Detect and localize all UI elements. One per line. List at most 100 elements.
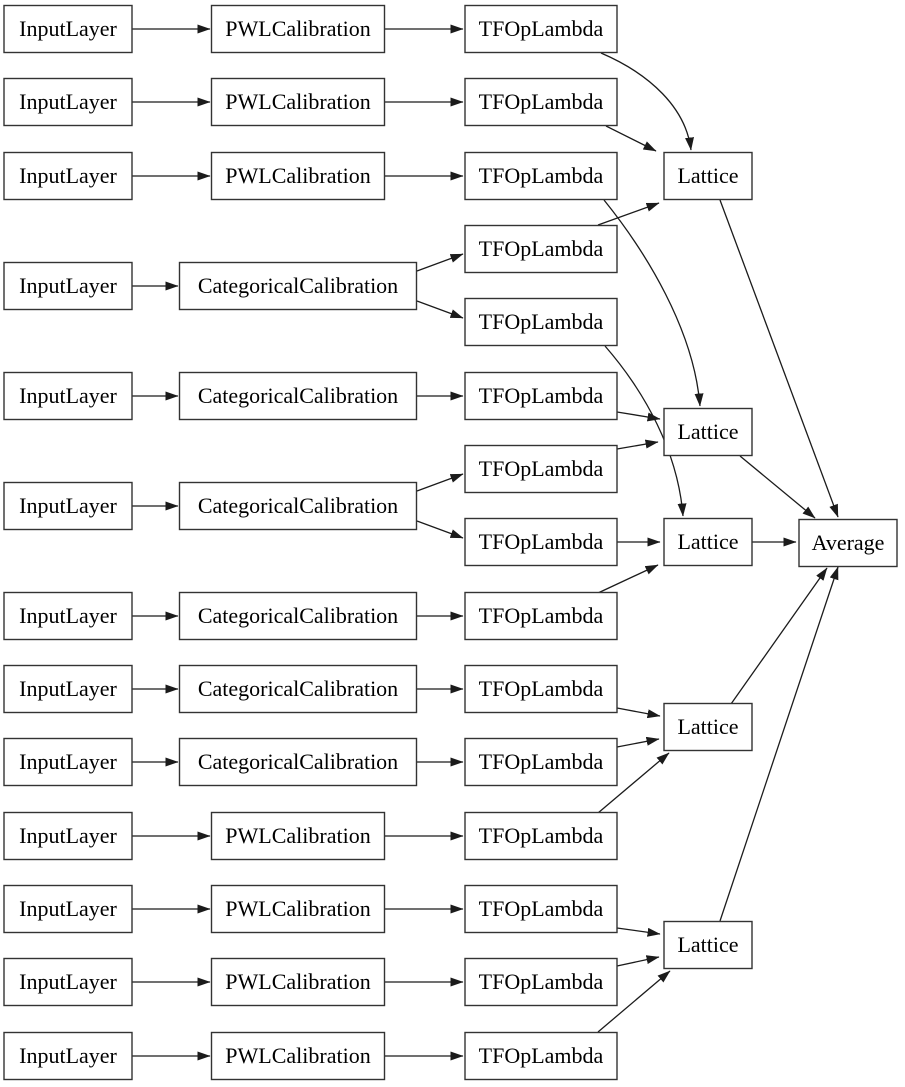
node-input-8: InputLayer — [3, 664, 133, 714]
node-calib-7: CategoricalCalibration — [178, 591, 418, 641]
node-calib-13: PWLCalibration — [210, 1031, 386, 1081]
node-box — [464, 664, 618, 714]
node-input-11: InputLayer — [3, 884, 133, 934]
node-box — [3, 481, 133, 531]
edge-calib-6-tfop-8 — [416, 520, 464, 539]
node-input-6: InputLayer — [3, 481, 133, 531]
node-calib-11: PWLCalibration — [210, 884, 386, 934]
edge-tfop-1-lattice-1 — [600, 52, 694, 151]
node-box — [464, 444, 618, 494]
node-label: InputLayer — [19, 823, 117, 848]
node-label: InputLayer — [19, 969, 117, 994]
node-box — [663, 920, 753, 970]
node-label: PWLCalibration — [225, 89, 370, 114]
edge-tfop-5-lattice-3 — [604, 345, 687, 517]
edge-tfop-11-lattice-4 — [616, 736, 660, 748]
edge-tfop-2-lattice-1 — [605, 125, 657, 152]
node-label: InputLayer — [19, 493, 117, 518]
node-box — [464, 4, 618, 54]
node-box — [210, 811, 386, 861]
node-input-13: InputLayer — [3, 1031, 133, 1081]
node-box — [210, 77, 386, 127]
node-box — [464, 224, 618, 274]
node-box — [464, 957, 618, 1007]
node-box — [663, 702, 753, 752]
node-lattice-3: Lattice — [663, 517, 753, 567]
node-label: TFOpLambda — [479, 749, 604, 774]
node-label: TFOpLambda — [479, 456, 604, 481]
node-input-10: InputLayer — [3, 811, 133, 861]
edge-tfop-15-lattice-5 — [597, 970, 671, 1033]
node-input-4: InputLayer — [3, 261, 133, 311]
node-label: InputLayer — [19, 676, 117, 701]
node-box — [3, 884, 133, 934]
node-label: PWLCalibration — [225, 896, 370, 921]
edge-tfop-9-lattice-3 — [597, 564, 659, 594]
node-box — [3, 151, 133, 201]
node-label: Lattice — [677, 932, 738, 957]
node-label: PWLCalibration — [225, 163, 370, 188]
node-calib-8: CategoricalCalibration — [178, 664, 418, 714]
node-label: TFOpLambda — [479, 969, 604, 994]
node-tfop-13: TFOpLambda — [464, 884, 618, 934]
node-lattice-2: Lattice — [663, 407, 753, 457]
node-average: Average — [798, 518, 898, 568]
node-tfop-9: TFOpLambda — [464, 591, 618, 641]
node-label: Lattice — [677, 714, 738, 739]
node-calib-10: PWLCalibration — [210, 811, 386, 861]
node-input-5: InputLayer — [3, 371, 133, 421]
node-box — [663, 407, 753, 457]
node-calib-1: PWLCalibration — [210, 4, 386, 54]
node-box — [3, 811, 133, 861]
node-box — [3, 591, 133, 641]
node-label: InputLayer — [19, 603, 117, 628]
node-label: TFOpLambda — [479, 1043, 604, 1068]
edge-lattice-4-average — [730, 567, 828, 705]
node-box — [178, 591, 418, 641]
node-calib-9: CategoricalCalibration — [178, 737, 418, 787]
node-label: TFOpLambda — [479, 529, 604, 554]
node-box — [464, 884, 618, 934]
node-label: TFOpLambda — [479, 823, 604, 848]
node-label: CategoricalCalibration — [198, 273, 398, 298]
node-label: TFOpLambda — [479, 383, 604, 408]
node-label: Lattice — [677, 529, 738, 554]
node-box — [464, 517, 618, 567]
node-label: CategoricalCalibration — [198, 676, 398, 701]
node-box — [210, 4, 386, 54]
node-box — [3, 4, 133, 54]
edge-tfop-12-lattice-4 — [597, 752, 670, 814]
node-label: InputLayer — [19, 16, 117, 41]
node-box — [178, 261, 418, 311]
node-label: Lattice — [677, 419, 738, 444]
node-label: InputLayer — [19, 383, 117, 408]
node-box — [798, 518, 898, 568]
node-calib-3: PWLCalibration — [210, 151, 386, 201]
node-box — [464, 151, 618, 201]
edge-tfop-13-lattice-5 — [616, 927, 661, 937]
node-box — [178, 481, 418, 531]
node-box — [210, 884, 386, 934]
edge-tfop-14-lattice-5 — [616, 955, 660, 967]
node-box — [210, 151, 386, 201]
edge-calib-4-tfop-4 — [416, 253, 464, 272]
node-tfop-10: TFOpLambda — [464, 664, 618, 714]
node-calib-5: CategoricalCalibration — [178, 371, 418, 421]
node-calib-4: CategoricalCalibration — [178, 261, 418, 311]
node-tfop-3: TFOpLambda — [464, 151, 618, 201]
node-tfop-12: TFOpLambda — [464, 811, 618, 861]
node-box — [663, 151, 753, 201]
node-label: PWLCalibration — [225, 969, 370, 994]
node-box — [464, 371, 618, 421]
node-lattice-1: Lattice — [663, 151, 753, 201]
edge-lattice-5-average — [719, 566, 839, 922]
node-label: TFOpLambda — [479, 163, 604, 188]
node-input-2: InputLayer — [3, 77, 133, 127]
node-calib-2: PWLCalibration — [210, 77, 386, 127]
edge-tfop-10-lattice-4 — [616, 707, 661, 719]
node-box — [3, 77, 133, 127]
node-label: CategoricalCalibration — [198, 749, 398, 774]
node-label: TFOpLambda — [479, 236, 604, 261]
